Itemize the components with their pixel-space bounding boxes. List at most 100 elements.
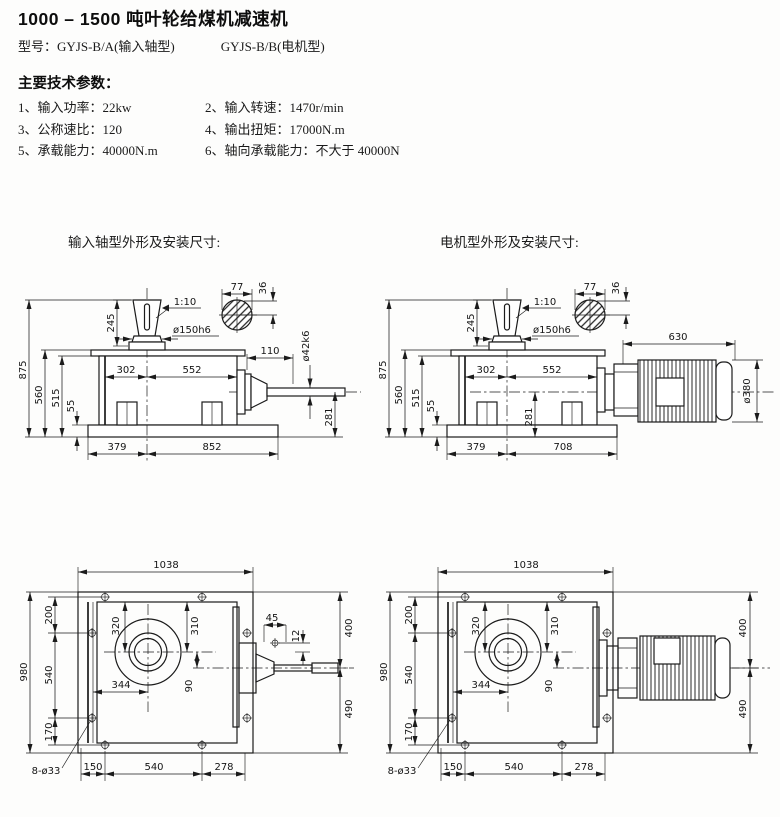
dim-base-height: 55: [426, 400, 447, 451]
dim-hub-top-right: 310: [544, 602, 561, 652]
dim-center-left: 302: [465, 365, 507, 380]
holes-callout: 8-ø33: [388, 719, 451, 777]
svg-text:379: 379: [466, 442, 485, 453]
dim-depth: 980: [19, 591, 78, 754]
dim-depth: 980: [379, 591, 438, 754]
svg-text:630: 630: [668, 332, 687, 343]
svg-text:281: 281: [524, 407, 535, 426]
dim-motor-length: 630: [622, 332, 736, 364]
dim-key-height: 36: [241, 282, 277, 329]
param-load-capacity: 5、承载能力：40000N.m: [18, 143, 158, 158]
dim-hub-top-left: 320: [111, 602, 128, 652]
dim-flange-height: 560: [394, 349, 451, 437]
svg-text:110: 110: [260, 346, 279, 357]
model-line: 型号：GYJS-B/A(输入轴型) GYJS-B/B(电机型): [18, 36, 325, 55]
drawing-motor-front: 77 36 245 1:10 ø150h6 875: [378, 282, 775, 462]
svg-text:852: 852: [202, 442, 221, 453]
dim-key-width: 77: [221, 282, 253, 310]
svg-text:980: 980: [19, 662, 30, 681]
dim-flange-height: 560: [34, 349, 91, 437]
svg-text:150: 150: [443, 762, 462, 773]
dim-foot-right: 852: [147, 442, 278, 457]
dim-key-x: 45: [263, 613, 287, 642]
dim-center-left: 302: [105, 365, 147, 380]
svg-text:1038: 1038: [153, 560, 178, 571]
dim-shaft-offset: 90: [544, 652, 560, 693]
bolt-holes: [447, 592, 612, 750]
svg-text:515: 515: [411, 388, 422, 407]
output-shaft-front: [229, 369, 361, 415]
dim-center-right: 552: [147, 365, 237, 380]
dim-body-height: 515: [51, 355, 99, 437]
dim-foot-right: 708: [507, 442, 617, 457]
taper-callout: 1:10: [155, 297, 201, 319]
svg-text:302: 302: [116, 365, 135, 376]
baseplate-top: [437, 591, 614, 754]
motor-assembly-front: [470, 359, 775, 423]
dim-hub-x: 344: [453, 680, 508, 695]
dim-output-diameter: ø42k6: [301, 331, 313, 419]
svg-text:875: 875: [378, 360, 389, 379]
svg-text:379: 379: [107, 442, 126, 453]
svg-text:77: 77: [231, 282, 244, 293]
svg-text:540: 540: [504, 762, 523, 773]
svg-text:ø150h6: ø150h6: [173, 325, 211, 336]
output-shaft-top: [193, 642, 354, 694]
svg-text:560: 560: [394, 385, 405, 404]
svg-text:90: 90: [184, 680, 195, 693]
svg-text:170: 170: [44, 722, 55, 741]
params-col2: 2、输入转速：1470r/min 4、输出扭矩：17000N.m 6、轴向承载能…: [205, 97, 400, 162]
key-hole-detail: [270, 638, 280, 648]
svg-text:490: 490: [344, 699, 355, 718]
dim-shaft-offset: 90: [184, 652, 200, 693]
param-input-speed: 2、输入转速：1470r/min: [205, 100, 344, 115]
dim-width: 1038: [437, 560, 614, 592]
dim-hub-top-left: 320: [471, 602, 488, 652]
svg-text:36: 36: [258, 282, 269, 295]
section-label-motor-type: 电机型外形及安装尺寸:: [440, 235, 579, 250]
svg-text:281: 281: [324, 407, 335, 426]
svg-text:45: 45: [266, 613, 279, 624]
svg-text:540: 540: [44, 665, 55, 684]
svg-text:36: 36: [611, 282, 622, 295]
dim-key-height: 36: [594, 282, 630, 329]
svg-text:278: 278: [574, 762, 593, 773]
dim-center-right: 552: [507, 365, 597, 380]
reducer-body-front: [446, 349, 618, 438]
svg-text:400: 400: [738, 618, 749, 637]
svg-text:55: 55: [426, 400, 437, 413]
baseplate-top: [77, 591, 254, 754]
svg-text:560: 560: [34, 385, 45, 404]
svg-text:980: 980: [379, 662, 390, 681]
svg-text:170: 170: [404, 722, 415, 741]
svg-text:310: 310: [550, 616, 561, 635]
dim-input-diameter: ø150h6: [116, 325, 219, 342]
param-output-torque: 4、输出扭矩：17000N.m: [205, 121, 345, 137]
param-axial-load: 6、轴向承载能力：不大于 40000N: [205, 143, 400, 158]
svg-text:ø380: ø380: [742, 378, 753, 403]
svg-text:ø150h6: ø150h6: [533, 325, 571, 336]
dim-body-height: 515: [411, 355, 459, 437]
taper-callout: 1:10: [515, 297, 561, 319]
dim-hub-top-right: 310: [184, 602, 201, 652]
param-ratio: 3、公称速比：120: [18, 121, 123, 137]
svg-text:1:10: 1:10: [174, 297, 196, 308]
svg-text:1038: 1038: [513, 560, 538, 571]
svg-text:302: 302: [476, 365, 495, 376]
section-label-input-type: 输入轴型外形及安装尺寸:: [68, 235, 221, 250]
svg-text:8-ø33: 8-ø33: [388, 766, 417, 777]
svg-text:8-ø33: 8-ø33: [32, 766, 61, 777]
dim-shaft-extension: 110: [246, 346, 294, 384]
svg-text:540: 540: [404, 665, 415, 684]
svg-text:344: 344: [471, 680, 490, 691]
model-input-shaft-type: 型号：GYJS-B/A(输入轴型): [18, 39, 175, 54]
svg-text:90: 90: [544, 680, 555, 693]
svg-text:400: 400: [344, 618, 355, 637]
dim-output-center-height: 281: [278, 392, 343, 438]
svg-text:708: 708: [553, 442, 572, 453]
svg-text:200: 200: [404, 605, 415, 624]
svg-text:552: 552: [182, 365, 201, 376]
svg-text:320: 320: [471, 616, 482, 635]
dim-motor-diameter: ø380: [732, 359, 763, 423]
dim-foot-left: 379: [446, 437, 618, 460]
